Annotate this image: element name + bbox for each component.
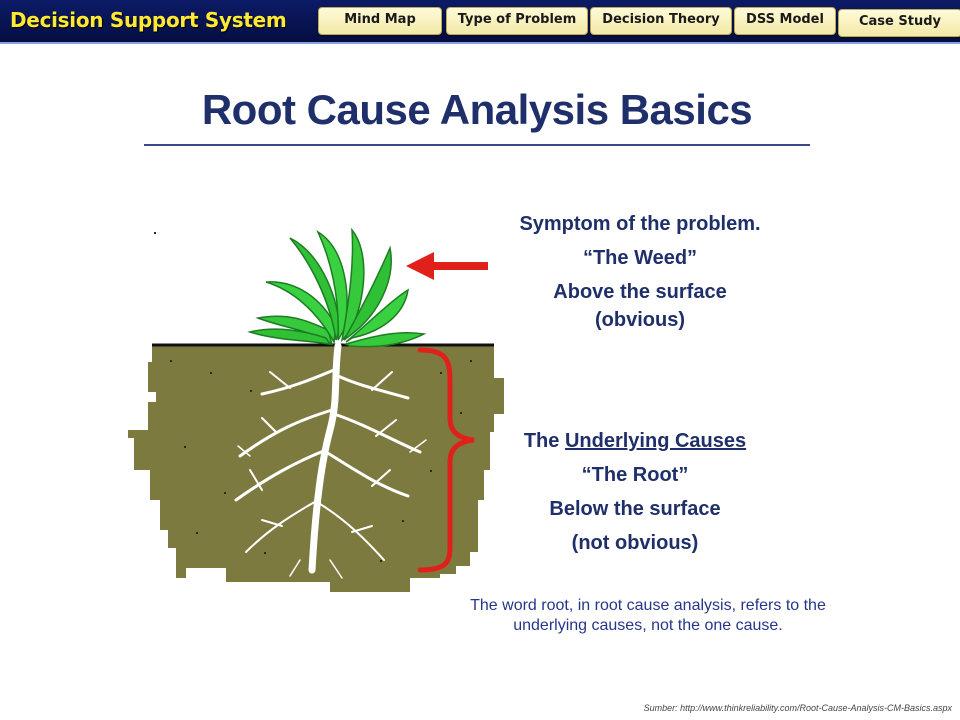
weed-label: “The Weed”	[582, 247, 698, 269]
not-obvious-label: (not obvious)	[571, 532, 699, 554]
underlying-causes-prefix: The	[523, 430, 565, 452]
nav-mind-map-button[interactable]: Mind Map	[318, 7, 442, 35]
underlying-causes-label: The Underlying Causes	[490, 430, 780, 453]
title-underline	[144, 144, 810, 146]
soil-illustration	[128, 232, 504, 592]
red-arrow-left	[406, 252, 488, 280]
obvious-label: (obvious)	[595, 309, 685, 331]
nav-type-of-problem-button[interactable]: Type of Problem	[446, 7, 588, 35]
explanation-note: The word root, in root cause analysis, r…	[470, 597, 826, 634]
nav-dss-model-button[interactable]: DSS Model	[734, 7, 836, 35]
app-title: Decision Support System	[10, 8, 287, 32]
symptom-label: Symptom of the problem.	[519, 213, 761, 235]
weed-illustration	[247, 227, 427, 348]
root-illustration	[234, 342, 427, 579]
top-navigation-bar: Decision Support System Mind Map Type of…	[0, 0, 960, 44]
source-citation: Sumber: http://www.thinkreliability.com/…	[643, 703, 952, 713]
nav-case-study-button[interactable]: Case Study	[838, 9, 960, 37]
red-brace	[417, 347, 475, 573]
root-label: “The Root”	[581, 464, 689, 486]
above-surface-label: Above the surface	[553, 281, 727, 303]
slide-title: Root Cause Analysis Basics	[201, 86, 753, 133]
below-surface-label: Below the surface	[549, 498, 721, 520]
root-cause-diagram	[128, 227, 504, 592]
underlying-causes-emphasis: Underlying Causes	[564, 430, 747, 452]
nav-decision-theory-button[interactable]: Decision Theory	[590, 7, 732, 35]
